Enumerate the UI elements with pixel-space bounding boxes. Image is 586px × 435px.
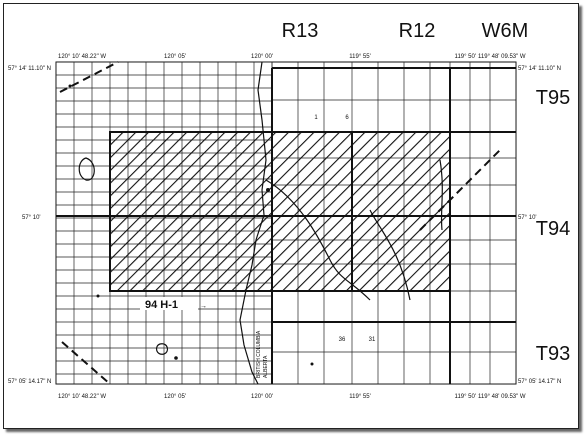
hatched-area xyxy=(109,131,451,292)
map-ref-arrow: → xyxy=(200,303,207,310)
lat-bot-right: 57° 05' 14.17" N xyxy=(518,379,561,385)
section-1-label: 1 xyxy=(314,115,318,121)
coord-bot-05: 120° 05' xyxy=(164,394,186,400)
map-ref-bg xyxy=(140,297,198,310)
township-t95-label: T95 xyxy=(536,87,570,109)
lat-bot-left: 57° 05' 14.17" N xyxy=(8,379,51,385)
coord-top-55: 119° 55' xyxy=(349,54,370,60)
river-line xyxy=(78,61,443,385)
lat-mid-left: 57° 10' xyxy=(22,215,41,221)
coord-top-05: 120° 05' xyxy=(164,54,186,60)
coord-bot-right: 119° 50' xyxy=(455,394,476,400)
section-6-label: 6 xyxy=(345,115,349,121)
lat-mid-right: 57° 10' xyxy=(518,215,537,221)
border-bc-label: BRITISH COLUMBIA xyxy=(256,330,262,378)
township-boundaries xyxy=(56,67,516,384)
coord-top-00: 120° 00' xyxy=(251,54,273,60)
coord-top-right: 119° 50' xyxy=(455,54,476,60)
township-t94-label: T94 xyxy=(536,218,570,240)
township-t93-label: T93 xyxy=(536,343,570,365)
dashed-lines xyxy=(59,61,501,385)
lat-top-right: 57° 14' 11.10" N xyxy=(518,66,561,72)
coord-bot-left: 120° 10' 48.22" W xyxy=(58,394,106,400)
map-ref-label: 94 H-1 xyxy=(145,299,178,311)
lat-top-left: 57° 14' 11.10" N xyxy=(8,66,51,72)
section-36-label: 36 xyxy=(339,337,346,343)
range-r13-label: R13 xyxy=(282,20,319,42)
meridian-label: W6M xyxy=(482,20,529,42)
coord-top-left: 120° 10' 48.22" W xyxy=(58,54,106,60)
range-r12-label: R12 xyxy=(399,20,436,42)
coord-top-right2: 119° 48' 09.53" W xyxy=(478,54,526,60)
coord-bot-00: 120° 00' xyxy=(251,394,273,400)
border-ab-label: ALBERTA xyxy=(263,355,269,378)
markers xyxy=(68,84,314,366)
coord-bot-right2: 119° 48' 09.53" W xyxy=(478,394,526,400)
section-31-label: 31 xyxy=(369,337,376,343)
coord-bot-55: 119° 55' xyxy=(349,394,370,400)
